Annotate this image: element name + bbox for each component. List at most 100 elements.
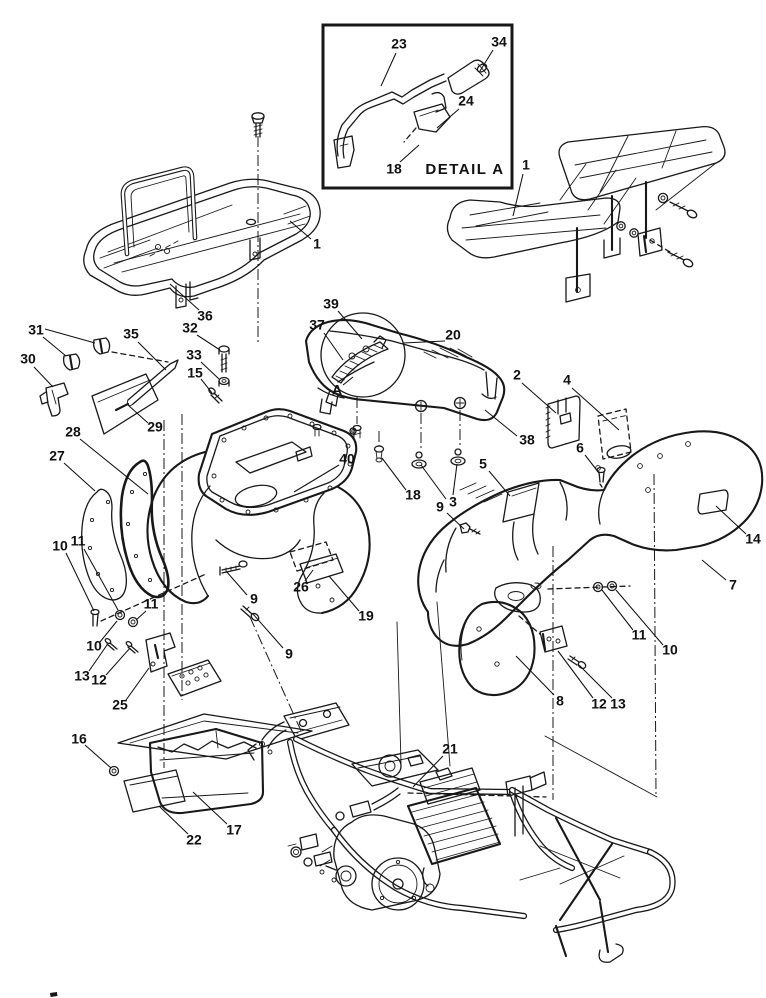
callout-label: 12 — [91, 672, 107, 688]
callout-leader-line — [488, 470, 511, 497]
callout-leader-line — [293, 464, 340, 493]
callout-leader-line — [33, 366, 54, 388]
callout-label: 9 — [285, 646, 293, 662]
callout-leader-line — [65, 552, 95, 612]
callout-leader-line — [44, 328, 96, 344]
front-rack — [83, 112, 321, 309]
page-artifact — [49, 992, 58, 997]
callout-leader-line — [252, 613, 284, 649]
rear-fender — [417, 395, 764, 697]
washer-10c — [606, 580, 618, 592]
engine — [287, 749, 502, 911]
storage-box-17 — [148, 727, 265, 815]
callout-label: 3 — [449, 494, 457, 510]
callout-leader-line — [125, 667, 150, 701]
callout-label: 4 — [563, 372, 571, 388]
bolt-9-side — [219, 560, 248, 576]
callout-leader-line — [452, 463, 458, 496]
callout-label: 35 — [123, 326, 139, 342]
callout-label: 29 — [147, 419, 163, 435]
callout-label: 26 — [293, 579, 309, 595]
callout-label: 28 — [65, 424, 81, 440]
bracket-24 — [403, 91, 451, 143]
nut-33 — [218, 376, 230, 387]
callout-label: 20 — [445, 327, 461, 343]
callout-label: 10 — [662, 642, 678, 658]
callout-leader-line — [381, 457, 407, 491]
flap-tongue — [494, 582, 542, 613]
callout-label: 9 — [436, 499, 444, 515]
callout-leader-line — [328, 575, 360, 612]
callout-leader-line — [512, 173, 524, 217]
throttle-cylinder-34 — [447, 59, 490, 95]
callout-leader-line — [135, 610, 147, 621]
callout-leader-line — [342, 376, 354, 386]
callout-leader-line — [337, 310, 363, 340]
callout-leader-line — [715, 505, 747, 535]
callout-leader-line — [436, 108, 460, 129]
callout-leader-line — [83, 548, 119, 611]
callout-label: 11 — [71, 533, 86, 549]
callout-label: 6 — [576, 440, 584, 456]
rear-rack — [446, 126, 726, 303]
callout-leader-line — [169, 283, 200, 311]
callout-leader-line — [601, 589, 634, 631]
callout-label: 7 — [729, 577, 737, 593]
callout-leader-line — [571, 387, 620, 431]
callout-label: 8 — [556, 693, 564, 709]
callout-label: 17 — [226, 822, 242, 838]
callout-label: 24 — [458, 93, 474, 109]
callout-leader-line — [192, 791, 228, 825]
callout-label: 11 — [144, 596, 159, 612]
callout-leader-line — [515, 655, 555, 696]
callout-label: 18 — [405, 487, 421, 503]
callout-leader-line — [521, 382, 557, 414]
detail-a-label: DETAIL A — [425, 161, 504, 178]
callout-leader-line — [63, 462, 96, 492]
callout-leader-line — [484, 409, 518, 437]
bolt-32 — [218, 345, 230, 373]
callout-label: 12 — [591, 696, 607, 712]
callout-leader-line — [323, 332, 344, 361]
bracket-30 — [39, 382, 69, 417]
callout-leader-line — [196, 334, 221, 351]
callout-leader-line — [399, 144, 420, 163]
callout-label: 36 — [197, 308, 213, 324]
screw-13a — [104, 637, 118, 651]
callout-label: 25 — [112, 697, 128, 713]
callout-label: 5 — [479, 456, 487, 472]
callout-label: 18 — [386, 161, 402, 177]
callout-leader-line — [79, 438, 149, 495]
callout-label: 32 — [182, 320, 198, 336]
callout-label: 14 — [745, 531, 761, 547]
callout-label: 16 — [71, 731, 87, 747]
callout-label: 13 — [74, 668, 90, 684]
callout-label: 22 — [186, 832, 202, 848]
callout-label: A — [332, 382, 342, 398]
callout-leader-line — [420, 464, 447, 500]
callout-label: 38 — [519, 432, 535, 448]
callout-leader-line — [701, 559, 727, 581]
callout-label: 19 — [358, 608, 374, 624]
callout-leader-line — [446, 512, 465, 530]
steering-head-plate — [247, 702, 350, 761]
washers-left — [90, 608, 139, 628]
seat-latch-detail — [325, 335, 389, 407]
rack-hardware — [616, 192, 698, 268]
callout-label: 1 — [313, 236, 321, 252]
bracket-12b — [539, 625, 568, 653]
bracket-25 — [145, 632, 176, 673]
callout-leader-line — [380, 52, 397, 87]
callout-label: 9 — [250, 591, 258, 607]
callout-leader-line — [479, 49, 494, 72]
callout-leader-line — [557, 650, 594, 699]
callout-leader-line — [289, 220, 312, 240]
storage-box-group — [104, 632, 313, 815]
pad-22 — [123, 769, 186, 813]
callout-label: 15 — [187, 365, 203, 381]
lever-35 — [126, 359, 179, 407]
callout-leader-line — [84, 744, 112, 769]
